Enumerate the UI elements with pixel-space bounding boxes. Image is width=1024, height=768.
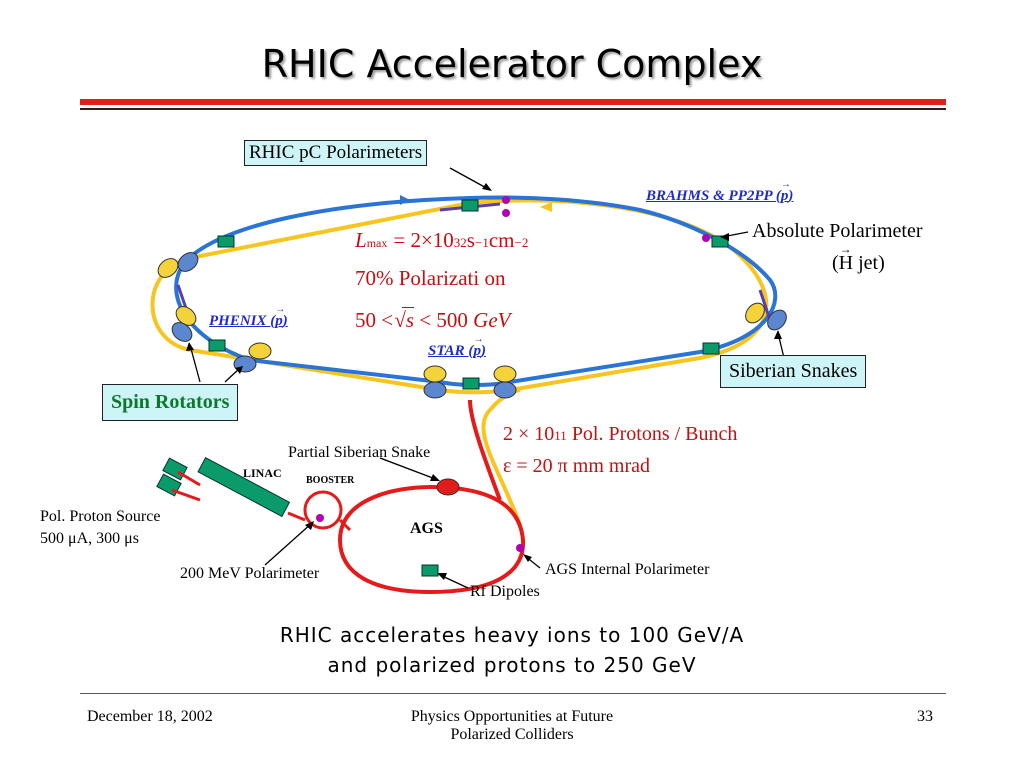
title-rule-dark (80, 108, 946, 110)
transfer-line-red (468, 399, 502, 501)
star-label: STAR (p→) (428, 334, 486, 359)
ags-label: AGS (410, 520, 443, 537)
ring-devices (208, 199, 729, 577)
linac-label: LINAC (243, 466, 282, 480)
booster-ring (303, 490, 343, 530)
title-rule-red (80, 99, 946, 105)
footer-center-line-2: Polarized Colliders (450, 726, 574, 743)
linac (197, 457, 291, 518)
booster-link (338, 518, 352, 532)
spin-rotators-label: Spin Rotators (102, 384, 239, 421)
h-jet-label: (H→ jet) (832, 242, 885, 274)
mev-polarimeter-label: 200 MeV Polarimeter (180, 565, 320, 582)
pc-polarimeters-label: RHIC pC Polarimeters (244, 140, 428, 166)
caption-line-1: RHIC accelerates heavy ions to 100 GeV/A (279, 623, 745, 647)
footer-date: December 18, 2002 (87, 708, 213, 725)
snakes-and-rotators (157, 252, 787, 496)
slide-title: RHIC Accelerator Complex (261, 42, 763, 86)
pol-source-label-2: 500 μA, 300 μs (40, 530, 139, 547)
booster-label: BOOSTER (306, 475, 355, 486)
absolute-polarimeter-label: Absolute Polarimeter (752, 220, 923, 242)
footer-page-number: 33 (917, 708, 933, 725)
arrow-heads (186, 183, 782, 580)
yellow-arrow (540, 202, 552, 212)
ags-internal-polarimeter-label: AGS Internal Polarimeter (545, 561, 710, 578)
linac-line (287, 511, 306, 522)
source-line (171, 470, 201, 502)
ags-ring (337, 484, 526, 595)
phenix-label: PHENIX (p→) (209, 304, 288, 329)
blue-ring (174, 195, 778, 387)
partial-snake-label: Partial Siberian Snake (288, 444, 431, 461)
polarimeter-dots (316, 196, 710, 552)
energy-range: 50 < √s < 500 GeV (355, 307, 511, 332)
footer-rule (80, 693, 946, 694)
polarization-text: 70% Polarizati on (355, 266, 506, 290)
siberian-snakes-label: Siberian Snakes (720, 355, 867, 388)
pol-source-label-1: Pol. Proton Source (40, 508, 161, 525)
caption-line-2: and polarized protons to 250 GeV (327, 653, 697, 677)
emittance: ε = 20 π mm mrad (503, 455, 650, 477)
brahms-label: BRAHMS & PP2PP (p→) (646, 179, 794, 204)
slide-caption: RHIC accelerates heavy ions to 100 GeV/A… (0, 620, 1024, 680)
footer-center: Physics Opportunities at Future Polarize… (362, 708, 662, 744)
blue-arrow (400, 195, 410, 205)
crossover-right (758, 289, 772, 321)
footer-center-line-1: Physics Opportunities at Future (410, 708, 614, 725)
rf-dipoles-label: Rf Dipoles (470, 583, 540, 600)
